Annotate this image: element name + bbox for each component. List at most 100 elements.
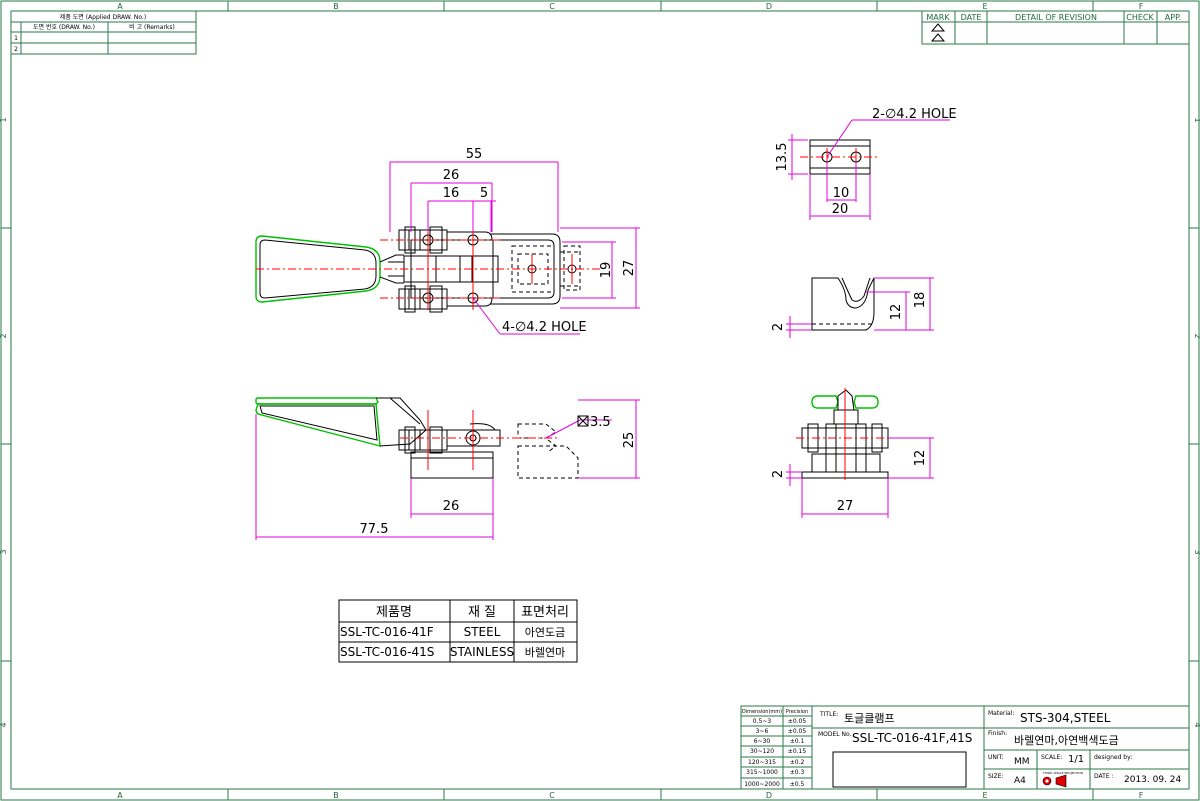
revision-header-check: CHECK [1126,13,1154,22]
applied-table-row-no: 2 [14,46,18,53]
top-view-dimensions: 55 26 16 5 19 27 4-∅4.2 HOLE [389,147,640,335]
title-block: TITLE: 토글클램프 MODEL No. SSL-TC-016-41F,41… [811,705,1190,790]
designed-label: designed by: [1094,754,1132,761]
bracket-dimensions: 18 12 2 [771,277,934,338]
dim-18: 18 [913,292,928,309]
dim-13-5: 13.5 [775,143,790,172]
top-view [255,226,600,313]
hole-callout-top: 2-∅4.2 HOLE [872,107,957,122]
parts-row-model: SSL-TC-016-41S [340,645,434,659]
unit-label: UNIT: [988,754,1004,761]
model-number: SSL-TC-016-41F,41S [852,731,972,745]
parts-header-material: 재 질 [468,605,496,620]
row-label: 1 [1193,117,1200,122]
projection-label: THIRD ANGLE PROJECTION [1042,771,1083,775]
base-plate-view [800,139,880,175]
dim-5: 5 [480,186,488,201]
dim-12-bracket: 12 [889,304,904,321]
date-label: DATE : [1094,773,1114,780]
hole-callout-main: 4-∅4.2 HOLE [502,320,587,335]
parts-header-finish: 표면처리 [521,605,569,620]
row-label: 2 [0,333,8,338]
finish-value: 바렐연마,아연백색도금 [1014,734,1119,747]
column-label: D [766,2,772,11]
column-label: A [117,791,123,800]
model-label: MODEL No. [818,731,852,738]
dim-10: 10 [833,186,850,201]
applied-drawing-table: 제품 도면 (Applied DRAW. No.) 도면 번호 (DRAW. N… [10,10,197,55]
parts-row-finish: 바렐연마 [525,646,565,659]
tolerance-range: 0.5~3 [753,718,772,725]
parts-row-model: SSL-TC-016-41F [340,625,434,639]
tolerance-range: 3~6 [756,728,769,735]
parts-table: 제품명 재 질 표면처리 SSL-TC-016-41F STEEL 아연도금 S… [338,599,578,663]
revision-header-date: DATE [961,13,982,22]
column-label: F [1139,2,1144,11]
date-value: 2013. 09. 24 [1124,775,1182,785]
dim-26-side: 26 [443,499,460,514]
dim-27: 27 [622,260,637,277]
projection-symbol-icon [1042,774,1067,788]
side-view-dimensions: 3.5 25 26 77.5 [255,399,640,540]
revision-table: MARK DATE DETAIL OF REVISION CHECK APP. [921,10,1190,45]
applied-table-row-no: 1 [14,35,18,42]
dim-2-bracket: 2 [771,323,786,331]
tolerance-value: ±0.05 [788,728,807,735]
side-view [255,397,579,479]
dim-3-5: 3.5 [590,415,611,430]
tolerance-header-dim: Dimension(mm) [742,709,782,715]
revision-triangle-icon [930,23,946,42]
tolerance-value: ±0.05 [788,718,807,725]
tolerance-value: ±0.3 [790,769,805,776]
row-label: 3 [0,549,8,554]
tolerance-range: 6~30 [754,738,771,745]
dim-27-front: 27 [837,499,854,514]
tolerance-table: Dimension(mm) Precision 0.5~3 ±0.05 3~6 … [740,705,813,790]
revision-header-detail: DETAIL OF REVISION [1015,13,1097,22]
drawing-title: 토글클램프 [844,712,895,725]
row-label: 1 [0,117,8,122]
size-label: SIZE: [988,773,1004,780]
column-label: E [982,2,987,11]
parts-row-material: STEEL [464,625,501,639]
column-label: B [333,791,339,800]
dim-12-front: 12 [913,450,928,467]
column-label: B [333,2,339,11]
title-label: TITLE: [819,711,838,718]
row-label: 3 [1193,549,1200,554]
applied-table-col1: 도면 번호 (DRAW. No.) [33,23,95,31]
finish-label: Finish: [988,730,1007,737]
unit-value: MM [1014,757,1030,767]
tolerance-value: ±0.15 [788,748,807,755]
tolerance-range: 1000~2000 [744,781,780,788]
applied-table-col2: 비 고 (Remarks) [129,23,175,31]
dim-19: 19 [599,262,614,279]
base-plate-dimensions: 13.5 10 20 2-∅4.2 HOLE [775,107,957,220]
front-view [796,388,894,480]
material-value: STS-304,STEEL [1020,711,1111,725]
tolerance-header-precision: Precision [786,709,808,715]
column-label: F [1139,791,1144,800]
column-label: E [982,791,987,800]
column-label: A [117,2,123,11]
dim-26: 26 [443,168,460,183]
column-label: C [549,2,555,11]
revision-header-mark: MARK [926,13,950,22]
tolerance-range: 30~120 [750,748,774,755]
parts-row-material: STAINLESS [450,645,514,659]
size-value: A4 [1014,776,1026,786]
dim-16: 16 [443,186,460,201]
tolerance-value: ±0.1 [790,738,805,745]
tolerance-value: ±0.2 [790,759,805,766]
column-label: C [549,791,555,800]
dim-2-front: 2 [771,470,786,478]
scale-value: 1/1 [1068,754,1084,765]
tolerance-value: ±0.5 [790,781,805,788]
bracket-view [811,277,875,331]
dim-20: 20 [832,202,849,217]
material-label: Material: [988,710,1014,717]
parts-header-name: 제품명 [376,605,412,620]
revision-header-app: APP. [1165,13,1181,22]
